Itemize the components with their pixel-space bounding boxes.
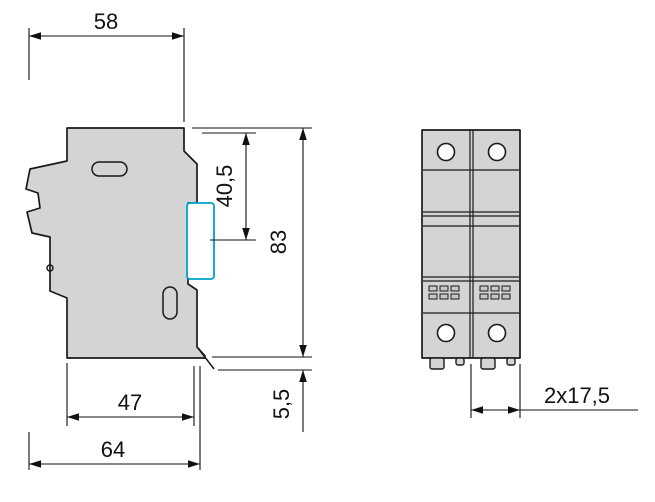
dimension-83: 83 <box>192 127 312 358</box>
arrowhead <box>242 133 250 145</box>
vent-slot <box>439 293 449 300</box>
bottom-tab <box>429 357 445 370</box>
dimension-2x17-5: 2x17,5 <box>470 364 638 418</box>
bottom-nub <box>506 357 516 366</box>
arrowhead <box>29 460 41 468</box>
side-view-body-outline <box>25 127 206 359</box>
arrowhead <box>29 32 41 40</box>
dimension-40-5: 40,5 <box>202 132 256 241</box>
arrowhead <box>299 370 307 382</box>
arrowhead <box>172 32 184 40</box>
arrowhead <box>67 413 79 421</box>
side-slot <box>162 286 178 320</box>
vent-slot <box>439 285 449 292</box>
dimension-47: 47 <box>66 363 195 426</box>
arrowhead <box>182 413 194 421</box>
dimension-label-40-5: 40,5 <box>212 165 237 208</box>
din-rail-profile <box>186 202 215 280</box>
dimension-64: 64 <box>28 366 201 470</box>
vent-slot <box>501 285 511 292</box>
vent-slot <box>428 293 438 300</box>
bottom-foot-edge <box>197 347 215 370</box>
top-screw-hole-left <box>436 142 456 162</box>
dimension-label-83: 83 <box>266 230 291 254</box>
top-slot <box>91 161 128 177</box>
vent-slot <box>501 293 511 300</box>
dimension-label-2x17-5: 2x17,5 <box>544 383 610 408</box>
arrowhead <box>471 406 483 414</box>
vent-slot <box>490 285 500 292</box>
vent-slot <box>450 285 460 292</box>
pin-hole <box>46 264 54 272</box>
dimension-58: 58 <box>28 9 185 122</box>
vent-slot <box>479 285 489 292</box>
vent-slot <box>428 285 438 292</box>
arrowhead <box>299 128 307 140</box>
bottom-nub <box>455 357 465 366</box>
top-screw-hole-right <box>487 142 507 162</box>
arrowhead <box>299 345 307 357</box>
front-view <box>421 129 521 370</box>
vent-slot <box>450 293 460 300</box>
bottom-tab <box>480 357 496 370</box>
bottom-screw-hole-right <box>487 323 507 343</box>
vent-slot <box>490 293 500 300</box>
arrowhead <box>188 460 200 468</box>
dimension-label-58: 58 <box>94 9 118 34</box>
bottom-screw-hole-left <box>436 323 456 343</box>
dimension-label-5-5: 5,5 <box>269 389 294 420</box>
front-view-body <box>421 129 521 359</box>
dimension-5-5: 5,5 <box>218 369 312 432</box>
arrowhead <box>508 406 520 414</box>
side-view <box>25 127 215 370</box>
dimension-label-64: 64 <box>101 437 125 462</box>
arrowhead <box>242 228 250 240</box>
dimensions: 58 40,5 83 5,5 <box>28 9 638 470</box>
dimension-label-47: 47 <box>118 390 142 415</box>
vent-slot <box>479 293 489 300</box>
